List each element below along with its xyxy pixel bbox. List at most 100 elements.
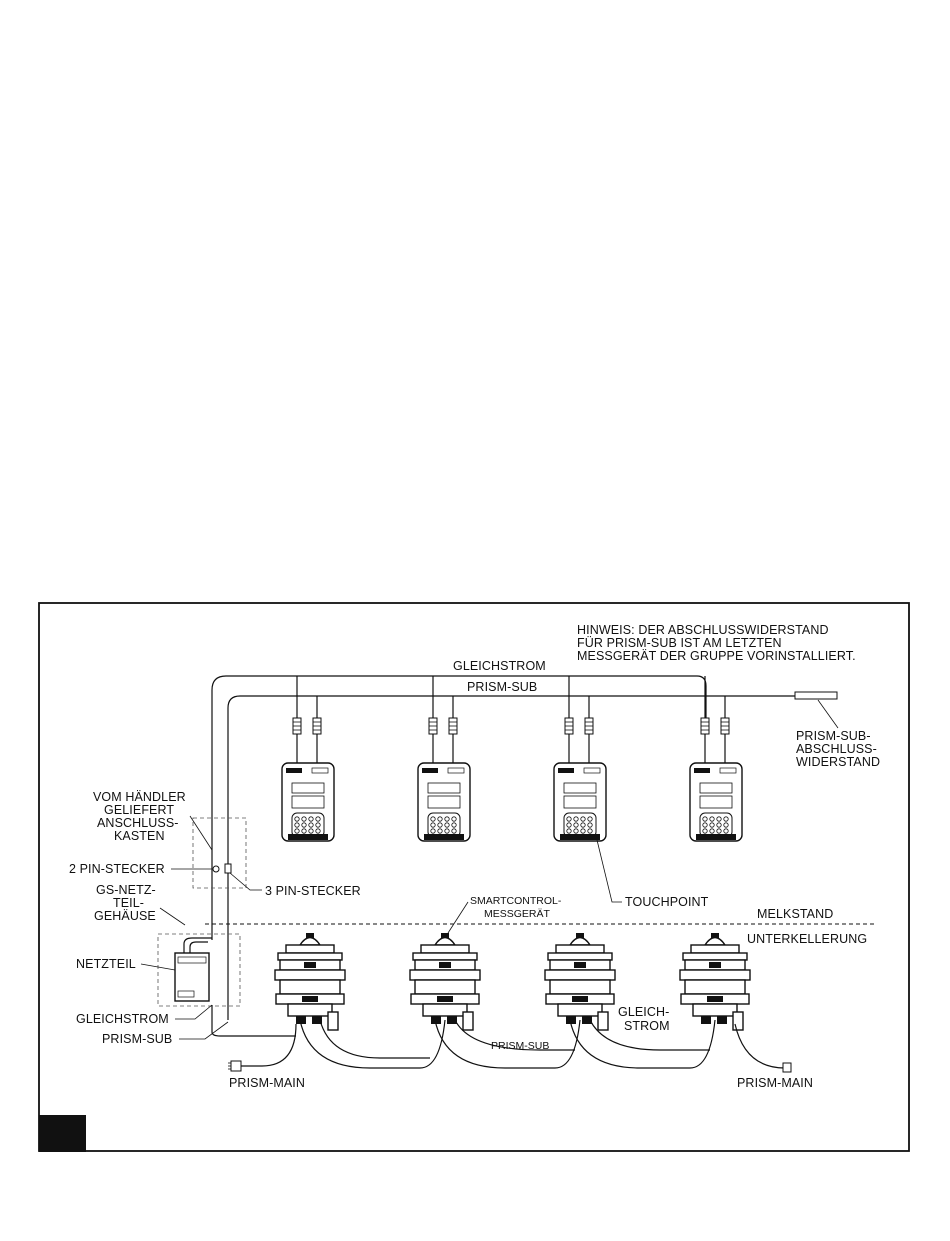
keypad-key: [430, 828, 436, 834]
meter-ring-2: [412, 952, 478, 961]
label-junction-2: GELIEFERT: [104, 803, 174, 817]
keypad-key: [709, 816, 715, 822]
keypad-key: [301, 828, 307, 834]
keypad-key: [451, 822, 457, 828]
meter-port-right: [582, 1016, 592, 1024]
netzteil-top-panel: [177, 956, 207, 964]
keypad-key: [294, 822, 300, 828]
label-terminator-3: WIDERSTAND: [796, 755, 880, 769]
keypad-key: [301, 822, 307, 828]
keypad-key: [580, 822, 586, 828]
meter-mid-body: [414, 979, 476, 995]
keypad-key: [437, 822, 443, 828]
netzteil-cable-2: [189, 941, 208, 953]
touchpoint-base: [288, 834, 328, 840]
keypad-key: [573, 816, 579, 822]
label-touchpoint: TOUCHPOINT: [625, 895, 709, 909]
meter-label-plate: [439, 962, 451, 968]
keypad-key: [573, 828, 579, 834]
keypad-key: [709, 828, 715, 834]
bottom-loop-5: [569, 1019, 716, 1069]
meter-port-right: [447, 1016, 457, 1024]
bottom-loop-4: [454, 1019, 575, 1051]
label-smartcontrol-2: MESSGERÄT: [484, 908, 551, 920]
bottom-loop-6: [589, 1019, 710, 1051]
meter-cap: [441, 933, 449, 938]
touchpoint-display-1: [427, 782, 461, 794]
touchpoint-1: [281, 676, 335, 842]
meter-ring-3: [409, 969, 481, 981]
keypad-key: [702, 822, 708, 828]
prism-main-right-plug: [782, 1062, 792, 1073]
keypad-key: [444, 816, 450, 822]
keypad-key: [437, 828, 443, 834]
keypad-key: [308, 822, 314, 828]
meter-group: [274, 933, 751, 1031]
meter-port-right: [717, 1016, 727, 1024]
smartcontrol-meter-4: [679, 933, 751, 1031]
meter-outlet: [327, 1011, 339, 1031]
keypad-key: [444, 822, 450, 828]
bottom-gleichstrom-run: [211, 1005, 296, 1037]
keypad-key: [702, 816, 708, 822]
meter-dome: [703, 936, 727, 946]
meter-label-plate: [304, 962, 316, 968]
prism-sub-left-leader: [179, 1021, 229, 1040]
label-gleich-strom-2: STROM: [624, 1019, 670, 1033]
gleichstrom-left-leader: [175, 1004, 213, 1020]
label-pin3: 3 PIN-STECKER: [265, 884, 361, 898]
touchpoint-base: [696, 834, 736, 840]
meter-cap: [576, 933, 584, 938]
label-terminator-2: ABSCHLUSS-: [796, 742, 877, 756]
meter-lower-plate: [707, 996, 723, 1002]
terminator-leader: [817, 699, 839, 729]
touchpoint-display-1: [563, 782, 597, 794]
meter-cap: [306, 933, 314, 938]
label-prism-main-left: PRISM-MAIN: [229, 1076, 305, 1090]
touchpoint-3: [553, 676, 607, 842]
label-gleichstrom-top: GLEICHSTROM: [453, 659, 546, 673]
meter-upper-ring: [555, 944, 605, 954]
diagram-frame: [38, 602, 910, 1152]
touchpoint-display-2: [291, 795, 325, 809]
touchpoint-base: [560, 834, 600, 840]
keypad-key: [587, 828, 593, 834]
keypad-key: [566, 828, 572, 834]
label-prism-sub-top: PRISM-SUB: [467, 680, 537, 694]
keypad-key: [315, 816, 321, 822]
meter-ring-3: [274, 969, 346, 981]
meter-label-plate: [574, 962, 586, 968]
keypad-key: [566, 822, 572, 828]
touchpoint-logo: [694, 768, 710, 773]
meter-dome: [568, 936, 592, 946]
junction-box: [192, 817, 247, 889]
corner-block: [39, 1115, 86, 1152]
prism-main-right-run: [734, 1023, 786, 1069]
keypad-key: [294, 816, 300, 822]
prism-main-left-run: [240, 1023, 297, 1067]
meter-ring-2: [682, 952, 748, 961]
label-gleich-strom-1: GLEICH-: [618, 1005, 669, 1019]
meter-port-left: [431, 1016, 441, 1024]
meter-ring-2: [277, 952, 343, 961]
meter-cap: [711, 933, 719, 938]
meter-lower-plate: [437, 996, 453, 1002]
label-junction-1: VOM HÄNDLER: [93, 790, 186, 804]
touchpoint-badge: [583, 767, 601, 774]
label-prism-sub-left: PRISM-SUB: [102, 1032, 172, 1046]
junction-leader: [189, 815, 213, 851]
meter-port-left: [296, 1016, 306, 1024]
label-terminator-1: PRISM-SUB-: [796, 729, 871, 743]
meter-outlet: [732, 1011, 744, 1031]
label-psu-housing-1: GS-NETZ-: [96, 883, 156, 897]
keypad-key: [301, 816, 307, 822]
keypad-key: [587, 816, 593, 822]
touchpoint-logo: [422, 768, 438, 773]
keypad-key: [294, 828, 300, 834]
touchpoint-2: [417, 676, 471, 842]
label-melkstand: MELKSTAND: [757, 907, 833, 921]
touchpoint-group: [281, 676, 743, 842]
keypad-key: [587, 822, 593, 828]
keypad-key: [716, 816, 722, 822]
keypad-key: [451, 828, 457, 834]
